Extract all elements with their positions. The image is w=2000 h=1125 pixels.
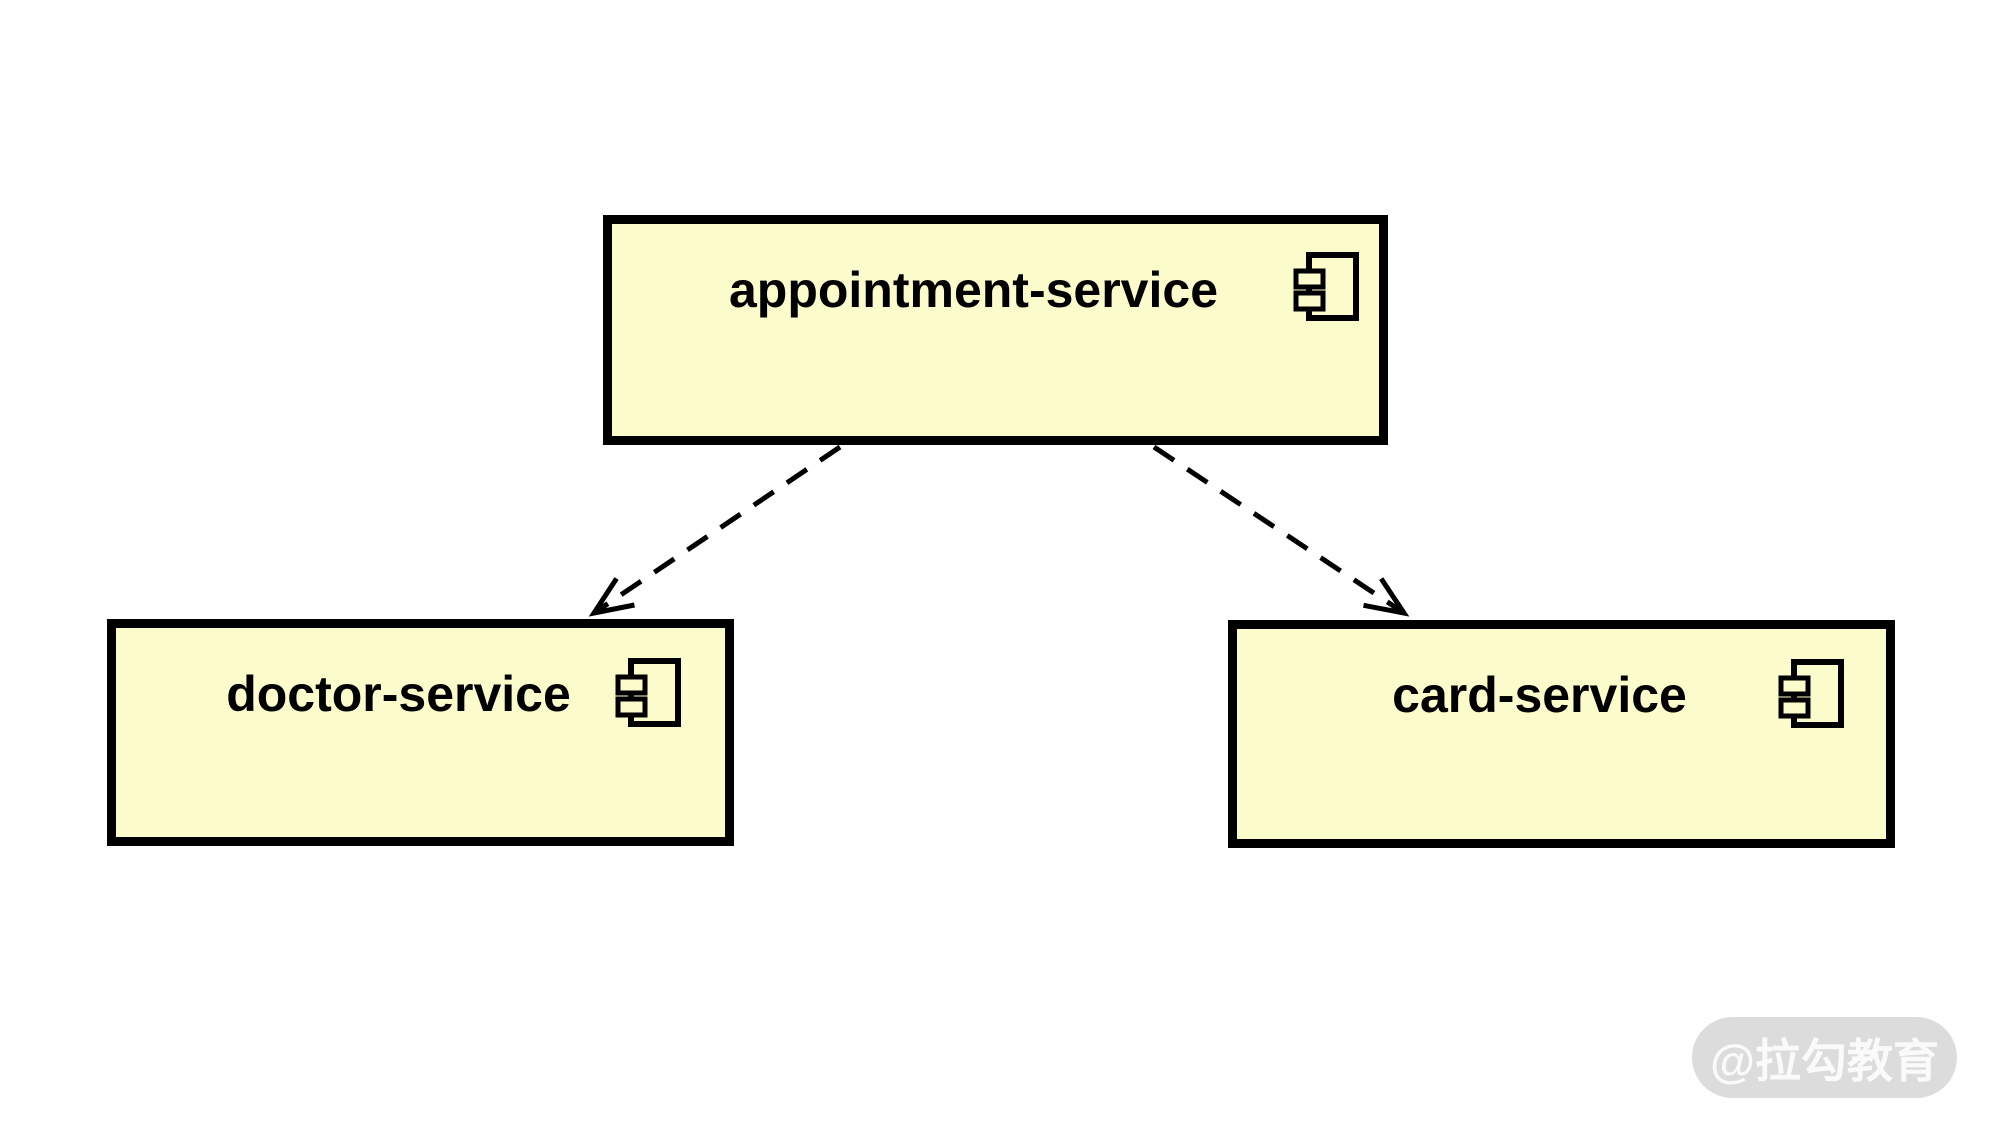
component-card-service: card-service bbox=[1228, 620, 1895, 848]
component-appointment-service: appointment-service bbox=[603, 215, 1388, 445]
dependency-arrow-appointment-to-doctor bbox=[588, 444, 842, 617]
dependency-arrow-appointment-to-card bbox=[1152, 444, 1410, 617]
component-label: appointment-service bbox=[728, 262, 1218, 318]
watermark-text: @拉勾教育 bbox=[1710, 1034, 1939, 1087]
uml-component-icon bbox=[1778, 659, 1844, 728]
uml-component-icon bbox=[1293, 252, 1359, 321]
watermark-badge: @拉勾教育 bbox=[1692, 1017, 1957, 1098]
component-label: card-service bbox=[1392, 667, 1687, 723]
uml-component-icon bbox=[615, 658, 681, 727]
component-doctor-service: doctor-service bbox=[107, 619, 734, 846]
component-label: doctor-service bbox=[226, 666, 571, 722]
